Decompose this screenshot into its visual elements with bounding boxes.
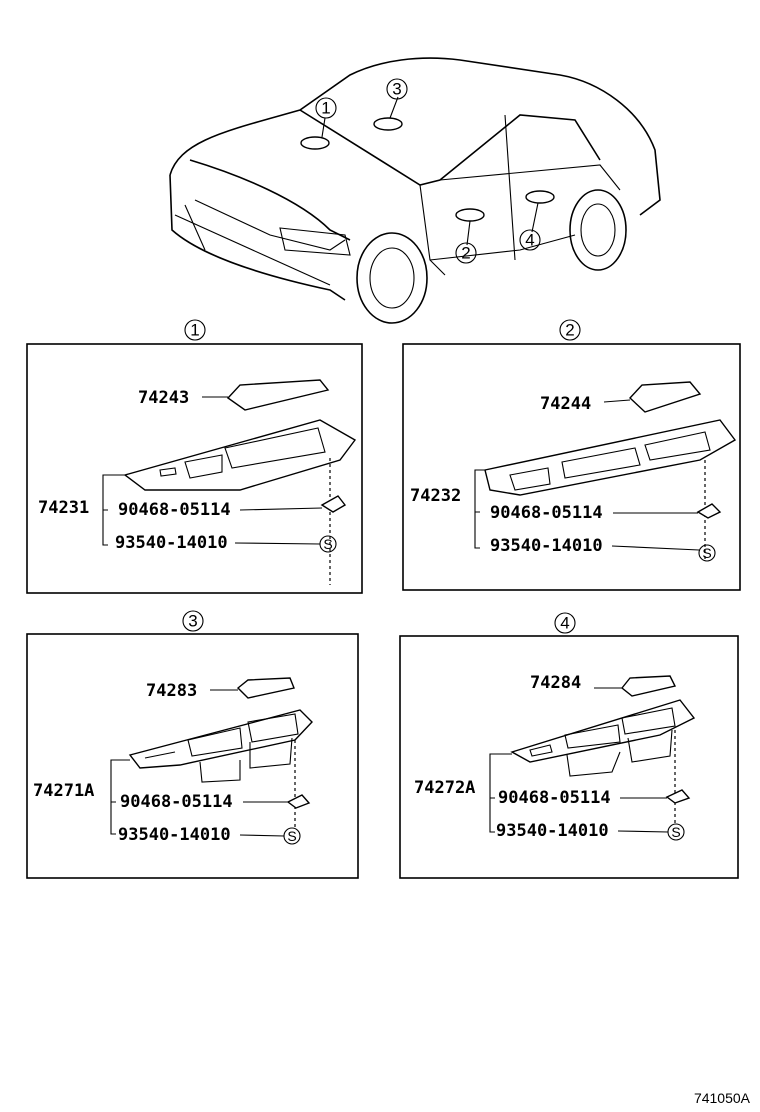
callout-2[interactable]: 2 bbox=[455, 242, 477, 264]
panel-2-callout: 2 bbox=[565, 321, 574, 340]
part-number-74283[interactable]: 74283 bbox=[146, 681, 197, 701]
panel-4: 4 S 74284 74272A 90468-05114 93540-14010 bbox=[399, 612, 739, 879]
part-number-93540-14010[interactable]: 93540-14010 bbox=[496, 821, 609, 841]
part-number-93540-14010[interactable]: 93540-14010 bbox=[115, 533, 228, 553]
part-number-93540-14010[interactable]: 93540-14010 bbox=[490, 536, 603, 556]
part-number-90468-05114[interactable]: 90468-05114 bbox=[120, 792, 233, 812]
callout-4[interactable]: 4 bbox=[519, 229, 541, 251]
screw-symbol[interactable]: S bbox=[287, 828, 296, 844]
part-number-93540-14010[interactable]: 93540-14010 bbox=[118, 825, 231, 845]
panel-3: 3 S 74283 74271A 90468-05114 93540-14010 bbox=[26, 610, 359, 879]
part-number-74231[interactable]: 74231 bbox=[38, 498, 89, 518]
part-number-90468-05114[interactable]: 90468-05114 bbox=[498, 788, 611, 808]
screw-symbol: S bbox=[671, 824, 680, 840]
svg-text:1: 1 bbox=[321, 99, 330, 118]
part-number-74272a[interactable]: 74272A bbox=[414, 778, 475, 798]
screw-symbol: S bbox=[702, 545, 711, 561]
car-illustration bbox=[169, 57, 661, 324]
callout-3[interactable]: 3 bbox=[386, 78, 408, 100]
svg-text:4: 4 bbox=[525, 231, 534, 250]
screw-symbol: S bbox=[323, 536, 332, 552]
part-number-74243[interactable]: 74243 bbox=[138, 388, 189, 408]
part-number-74244[interactable]: 74244 bbox=[540, 394, 591, 414]
panel-4-callout: 4 bbox=[560, 614, 569, 633]
panel-1-callout: 1 bbox=[190, 321, 199, 340]
part-number-90468-05114[interactable]: 90468-05114 bbox=[490, 503, 603, 523]
panel-2: 2 S 74244 74232 90468-05114 93540-14010 bbox=[402, 319, 741, 591]
panel-1: 1 S 74243 74231 90468-05114 93540-14010 bbox=[26, 319, 363, 594]
part-number-74271a[interactable]: 74271A bbox=[33, 781, 94, 801]
part-number-90468-05114[interactable]: 90468-05114 bbox=[118, 500, 231, 520]
callout-1[interactable]: 1 bbox=[315, 97, 337, 119]
svg-text:2: 2 bbox=[461, 244, 470, 263]
part-number-74232[interactable]: 74232 bbox=[410, 486, 461, 506]
svg-text:3: 3 bbox=[392, 80, 401, 99]
part-number-74284[interactable]: 74284 bbox=[530, 673, 581, 693]
panel-3-callout: 3 bbox=[188, 612, 197, 631]
diagram-code: 741050A bbox=[694, 1090, 751, 1106]
